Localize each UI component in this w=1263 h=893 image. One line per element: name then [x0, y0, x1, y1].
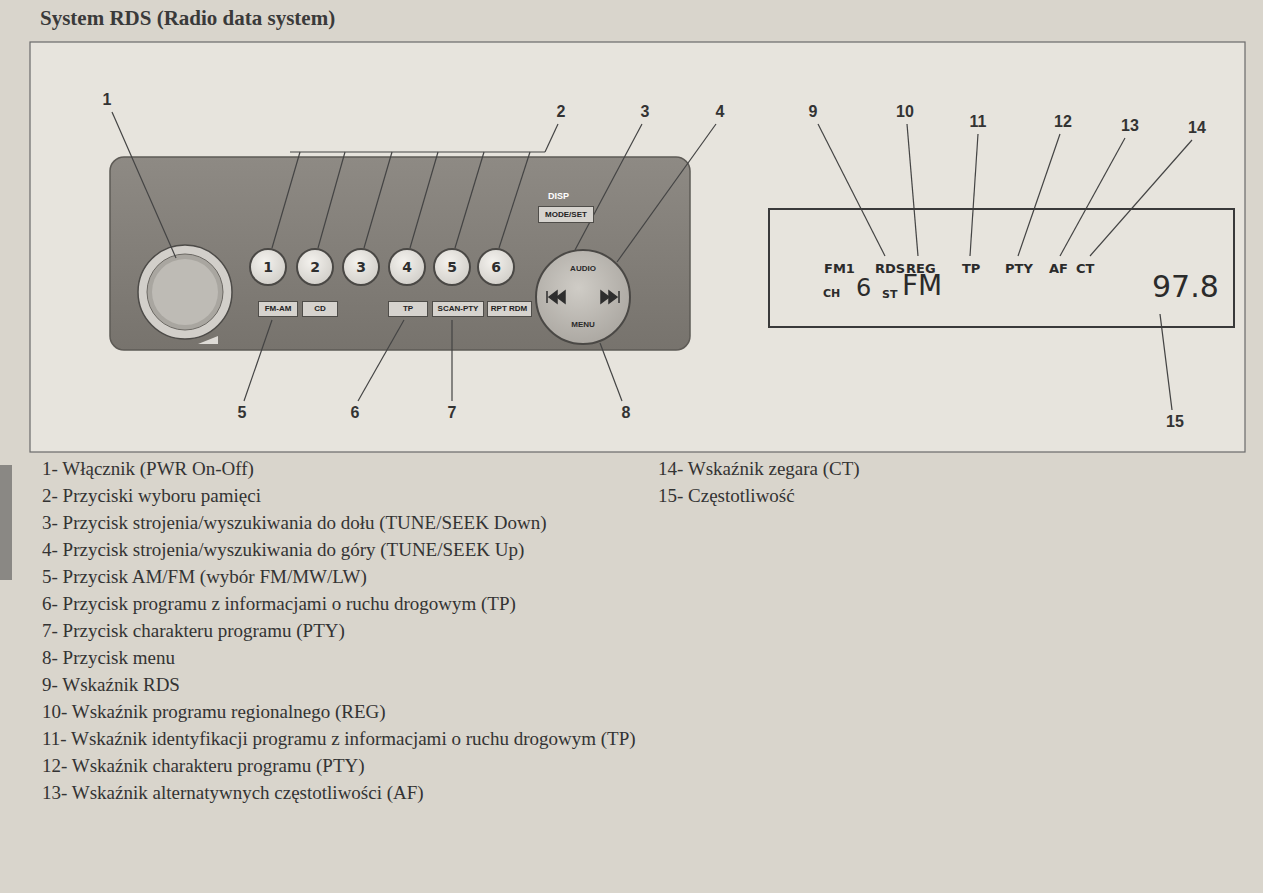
part-description: 15- Częstotliwość	[658, 482, 1218, 509]
part-description: 12- Wskaźnik charakteru programu (PTY)	[42, 752, 642, 779]
preset-button: 3	[342, 248, 380, 286]
display-indicator: 6	[856, 276, 871, 300]
control-label: AUDIO	[537, 265, 629, 273]
callout-number: 4	[700, 102, 740, 122]
callout-number: 12	[1043, 112, 1083, 132]
callout-number: 3	[625, 102, 665, 122]
preset-number: 1	[263, 260, 273, 274]
callout-number: 14	[1177, 118, 1217, 138]
callout-number: 13	[1110, 116, 1150, 136]
part-description: 14- Wskaźnik zegara (CT)	[658, 455, 1218, 482]
display-indicator: CT	[1076, 262, 1094, 275]
part-description: 8- Przycisk menu	[42, 644, 642, 671]
callout-number: 11	[958, 112, 998, 132]
panel-label: DISP	[548, 192, 569, 201]
button-label: RPT RDM	[491, 305, 527, 313]
part-description: 6- Przycisk programu z informacjami o ru…	[42, 590, 642, 617]
display-indicator: TP	[962, 262, 980, 275]
part-description: 9- Wskaźnik RDS	[42, 671, 642, 698]
preset-button: 5	[433, 248, 471, 286]
legend-list-left: 1- Włącznik (PWR On-Off)2- Przyciski wyb…	[42, 455, 642, 806]
callout-number: 7	[432, 403, 472, 423]
seek-arrow	[557, 291, 565, 303]
part-description: 3- Przycisk strojenia/wyszukiwania do do…	[42, 509, 642, 536]
preset-number: 6	[491, 260, 501, 274]
function-button: CD	[302, 301, 338, 317]
binding-shadow	[0, 465, 12, 580]
power-knob-face	[152, 259, 218, 325]
control-ring: AUDIO MENU	[535, 249, 631, 345]
radio-display: FM1RDSREGTPPTYAFCTCH6STFM97.8	[768, 208, 1235, 328]
figure-frame	[30, 42, 1245, 452]
callout-number: 8	[606, 403, 646, 423]
display-indicator: 97.8	[1152, 272, 1219, 302]
button-label: CD	[314, 305, 326, 313]
preset-number: 2	[310, 260, 320, 274]
preset-button: 1	[249, 248, 287, 286]
callout-number: 6	[335, 403, 375, 423]
seek-arrow	[618, 291, 620, 303]
part-description: 11- Wskaźnik identyfikacji programu z in…	[42, 725, 642, 752]
button-label: FM-AM	[265, 305, 292, 313]
preset-number: 3	[356, 260, 366, 274]
button-label: SCAN-PTY	[438, 305, 479, 313]
callout-number: 2	[541, 102, 581, 122]
callout-number: 1	[87, 90, 127, 110]
display-indicator: ST	[882, 289, 897, 300]
control-label: MENU	[537, 321, 629, 329]
function-button: TP	[388, 301, 428, 317]
part-description: 7- Przycisk charakteru programu (PTY)	[42, 617, 642, 644]
leader-lines	[112, 112, 1192, 410]
callout-number: 5	[222, 403, 262, 423]
preset-number: 5	[447, 260, 457, 274]
button-label: MODE/SET	[545, 211, 587, 219]
function-button: MODE/SET	[538, 206, 594, 223]
part-description: 2- Przyciski wyboru pamięci	[42, 482, 642, 509]
part-description: 1- Włącznik (PWR On-Off)	[42, 455, 642, 482]
function-button: SCAN-PTY	[432, 301, 484, 317]
part-description: 13- Wskaźnik alternatywnych częstotliwoś…	[42, 779, 642, 806]
display-indicator: FM	[902, 272, 942, 300]
preset-button: 6	[477, 248, 515, 286]
legend-list-right: 14- Wskaźnik zegara (CT)15- Częstotliwoś…	[658, 455, 1218, 509]
preset-button: 4	[388, 248, 426, 286]
display-indicator: AF	[1049, 262, 1068, 275]
part-description: 5- Przycisk AM/FM (wybór FM/MW/LW)	[42, 563, 642, 590]
radio-faceplate	[110, 157, 690, 350]
radio-faceplate: DISP 1 2 3 4 5 6FM-AM CD TP SCAN-PTY RPT RDM MODE/S…	[110, 157, 690, 350]
volume-symbol	[198, 336, 218, 344]
part-description: 10- Wskaźnik programu regionalnego (REG)	[42, 698, 642, 725]
callout-number: 10	[885, 102, 925, 122]
display-indicator: FM1	[824, 262, 855, 275]
seek-arrows	[535, 249, 631, 345]
page-title: System RDS (Radio data system)	[40, 6, 335, 31]
display-indicator: PTY	[1005, 262, 1033, 275]
callout-number: 9	[793, 102, 833, 122]
preset-button: 2	[296, 248, 334, 286]
seek-arrow	[546, 291, 548, 303]
part-description: 4- Przycisk strojenia/wyszukiwania do gó…	[42, 536, 642, 563]
display-indicator: RDS	[875, 262, 905, 275]
button-label: TP	[403, 305, 413, 313]
power-knob-ring	[147, 254, 223, 330]
function-button: FM-AM	[258, 301, 298, 317]
callout-number: 15	[1155, 412, 1195, 432]
preset-number: 4	[402, 260, 412, 274]
display-indicator: CH	[823, 288, 840, 299]
function-button: RPT RDM	[487, 301, 532, 317]
power-knob	[138, 245, 232, 339]
seek-arrow	[601, 291, 609, 303]
